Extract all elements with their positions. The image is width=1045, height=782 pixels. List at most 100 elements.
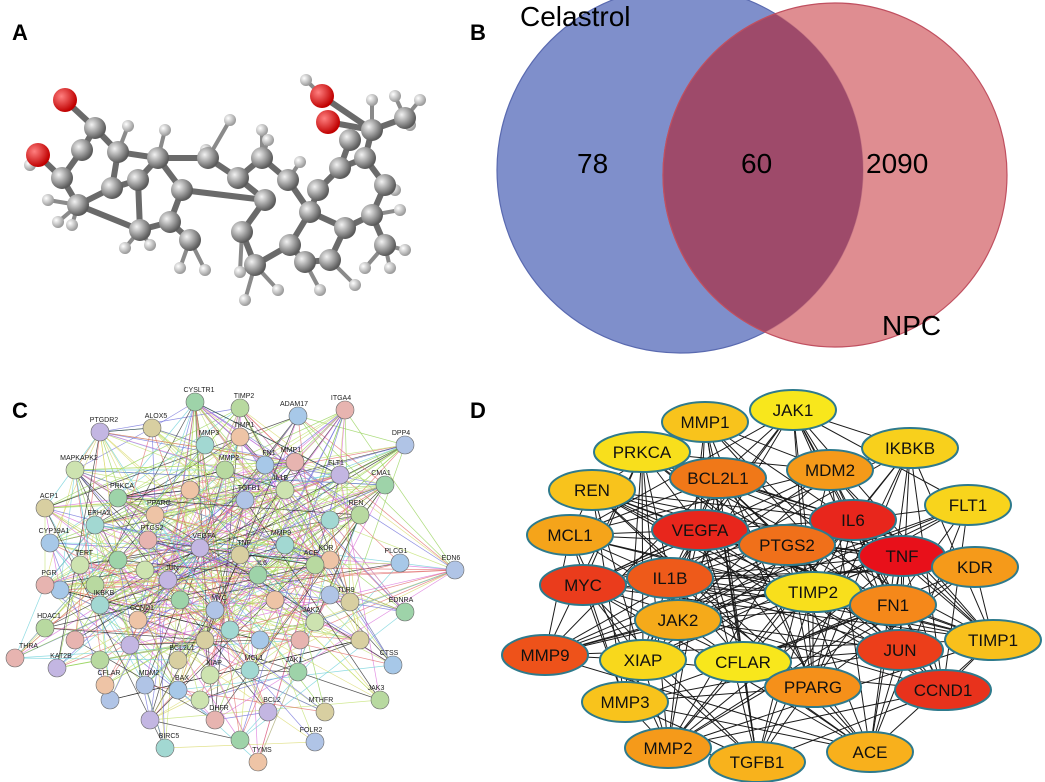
hydrogen-atom: [119, 242, 131, 254]
ppi-edge: [56, 544, 286, 669]
hub-gene-node: [764, 666, 862, 708]
ppi-edge: [294, 444, 406, 463]
ppi-edge: [239, 409, 346, 741]
carbon-atom: [129, 219, 151, 241]
hydrogen-atom: [239, 294, 251, 306]
hub-gene-label: PRKCA: [613, 443, 672, 462]
hydrogen-atom: [399, 244, 411, 256]
ppi-network: CYSLTR1TIMP2ADAM17ITGA4PTGDR2ALOX5MMP3TI…: [5, 387, 465, 772]
protein-node: [250, 630, 270, 650]
ppi-edge: [214, 609, 381, 701]
protein-node-label: JAK3: [368, 685, 385, 692]
ppi-edge: [297, 415, 316, 566]
hub-gene-label: IL1B: [653, 569, 688, 588]
ppi-edge: [154, 514, 331, 561]
protein-node: [335, 400, 355, 420]
ppi-edge: [239, 409, 346, 556]
protein-node-label: MMP2: [219, 455, 239, 462]
carbon-atom: [159, 211, 181, 233]
protein-node-label: CMA1: [371, 470, 391, 477]
ppi-edge: [44, 507, 216, 611]
ppi-edge: [44, 627, 206, 641]
ppi-edge: [99, 431, 226, 471]
protein-node: [275, 535, 295, 555]
hub-gene-label: FN1: [877, 596, 909, 615]
protein-node: [195, 435, 215, 455]
carbon-atom: [179, 229, 201, 251]
protein-node-label: ACP1: [40, 493, 58, 500]
hub-edge: [582, 584, 944, 691]
hub-edge: [699, 529, 744, 663]
hub-edge: [642, 555, 903, 661]
ppi-edge: [199, 671, 299, 701]
ppi-edge: [79, 564, 169, 581]
hub-edge: [569, 534, 626, 703]
hydrogen-atom: [366, 94, 378, 106]
protein-node-label: MCL1: [245, 655, 264, 662]
ppi-edge: [44, 584, 146, 686]
protein-node: [248, 752, 268, 772]
protein-node-label: KDR: [319, 545, 334, 552]
protein-node-label: CFLAR: [98, 670, 121, 677]
hub-gene-label: JAK1: [773, 401, 814, 420]
protein-node-label: ALOX5: [145, 413, 168, 420]
hydrogen-atom: [414, 94, 426, 106]
protein-node-label: IL6: [257, 560, 267, 567]
protein-node: [240, 660, 260, 680]
ppi-edge: [297, 415, 406, 446]
hub-edge: [869, 504, 969, 753]
protein-node: [142, 418, 162, 438]
protein-node: [350, 630, 370, 650]
hydrogen-atom: [159, 124, 171, 136]
protein-node: [230, 730, 250, 750]
hub-gene-node: [669, 457, 767, 499]
hub-edge: [544, 477, 719, 656]
carbon-atom: [394, 107, 416, 129]
hydrogen-atom: [52, 216, 64, 228]
ppi-edge: [214, 544, 286, 721]
ppi-edge: [239, 464, 266, 741]
ppi-edge: [194, 401, 394, 666]
hub-gene-label: MMP2: [643, 739, 692, 758]
hub-gene-node: [924, 484, 1012, 526]
ppi-edge: [79, 564, 316, 623]
hub-gene-node: [931, 546, 1019, 588]
hub-gene-label: BCL2L1: [687, 469, 748, 488]
ppi-edge: [44, 469, 76, 586]
ppi-edge: [179, 599, 326, 713]
protein-node-label: VEGFA: [192, 533, 216, 540]
protein-node-label: IL1B: [274, 475, 289, 482]
hub-edge: [591, 489, 854, 521]
protein-node: [445, 560, 465, 580]
protein-node: [350, 505, 370, 525]
protein-node: [35, 575, 55, 595]
protein-node-label: TLR9: [337, 587, 354, 594]
carbon-atom: [329, 157, 351, 179]
protein-node-label: MAPKAPK2: [60, 455, 98, 462]
ppi-edge: [99, 431, 456, 571]
ppi-edge: [284, 489, 351, 603]
hub-gene-label: IL6: [841, 511, 865, 530]
protein-node: [155, 738, 175, 758]
protein-node: [85, 575, 105, 595]
hydrogen-atom: [224, 114, 236, 126]
protein-node: [135, 675, 155, 695]
hub-edge: [909, 447, 994, 641]
carbon-atom: [51, 167, 73, 189]
protein-node: [47, 658, 67, 678]
protein-node: [265, 590, 285, 610]
protein-node-label: BAX: [175, 675, 189, 682]
hydrogen-atom: [144, 239, 156, 251]
hub-gene-label: FLT1: [949, 496, 987, 515]
ppi-edge: [74, 469, 201, 549]
panel-label-c: C: [12, 398, 28, 423]
ppi-edge: [199, 547, 326, 713]
oxygen-atom: [310, 84, 334, 108]
ppi-edge: [229, 409, 346, 631]
ppi-edge: [264, 464, 326, 713]
protein-node-label: TNF: [237, 540, 251, 547]
carbon-atom: [294, 251, 316, 273]
protein-node: [35, 498, 55, 518]
ppi-edge: [79, 564, 301, 641]
